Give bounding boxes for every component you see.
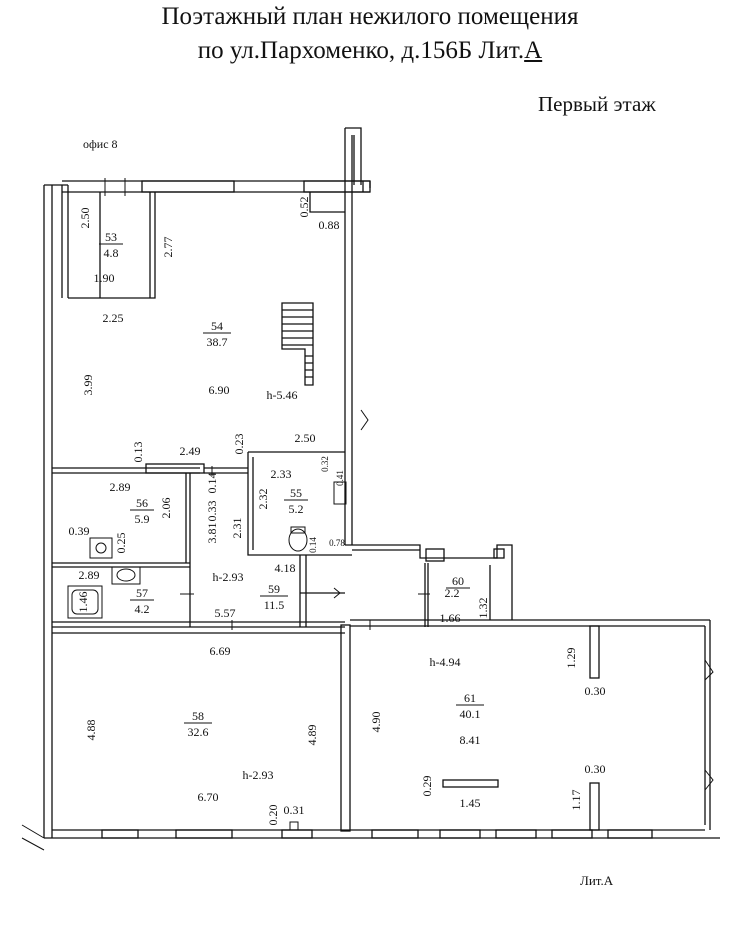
dim-label: 0.29 (420, 776, 434, 797)
room-60-number: 60 (452, 574, 464, 588)
dim-label: 0.30 (585, 684, 606, 698)
floor-label: Первый этаж (538, 92, 656, 116)
dim-label: h-5.46 (267, 388, 298, 402)
room-53: 534.8 (99, 230, 123, 260)
dim-label: 0.52 (297, 197, 311, 218)
dim-label: 0.14 (308, 537, 318, 553)
dimension-labels: 2.50 2.77 1.90 2.25 0.52 0.88 3.99 6.90 … (69, 197, 606, 826)
room-61-area: 40.1 (460, 707, 481, 721)
office-label: офис 8 (83, 137, 118, 151)
dim-label: 0.13 (131, 442, 145, 463)
room-58: 58 32.6 (184, 709, 212, 739)
dim-label: 4.18 (275, 561, 296, 575)
dim-label: 2.77 (161, 237, 175, 258)
dim-label: 2.89 (79, 568, 100, 582)
room-54-area: 38.7 (207, 335, 228, 349)
plan-title-address: по ул.Пархоменко, д.156Б Лит. (197, 37, 525, 64)
room-57-number: 57 (136, 586, 148, 600)
dim-label: 2.25 (103, 311, 124, 325)
dim-label: h-4.94 (430, 655, 461, 669)
dim-label: 1.29 (564, 648, 578, 669)
room-55: 555.2 (284, 486, 308, 516)
dim-label: 4.90 (369, 712, 383, 733)
dim-label: 0.39 (69, 524, 90, 538)
plan-title-line-2: по ул.Пархоменко, д.156Б Лит.А (0, 36, 740, 66)
room-53-area: 4.8 (104, 246, 119, 260)
footer-lit-label: Лит.А (580, 873, 614, 888)
plan-title-line-1: Поэтажный план нежилого помещения (161, 3, 579, 30)
door-marks (104, 178, 430, 630)
dim-label: 5.57 (215, 606, 236, 620)
room-61-number: 61 (464, 691, 476, 705)
room-57-area: 4.2 (135, 602, 150, 616)
dim-label: h-2.93 (213, 570, 244, 584)
dim-label: 2.50 (78, 208, 92, 229)
dim-label: 0.14 (205, 473, 219, 494)
dim-label: 1.90 (94, 271, 115, 285)
room-59: 59 11.5 (260, 582, 288, 612)
room-56-area: 5.9 (135, 512, 150, 526)
room-56: 565.9 (130, 496, 154, 526)
dim-label: 3.81 (205, 523, 219, 544)
room-59-area: 11.5 (264, 598, 285, 612)
dim-label: 2.32 (256, 489, 270, 510)
room-61: 61 40.1 (456, 691, 484, 721)
dim-label: 2.31 (230, 518, 244, 539)
dim-label: 0.41 (335, 470, 345, 486)
dim-label: 0.32 (320, 456, 330, 472)
room-58-number: 58 (192, 709, 204, 723)
room-57: 574.2 (130, 586, 154, 616)
dim-label: 2.33 (271, 467, 292, 481)
room-53-number: 53 (105, 230, 117, 244)
dim-label: 0.88 (319, 218, 340, 232)
dim-label: 2.89 (110, 480, 131, 494)
dim-label: 1.32 (476, 598, 490, 619)
room-54: 54 38.7 (203, 319, 231, 349)
dim-label: 0.23 (232, 434, 246, 455)
sanitary-fixtures (67, 481, 347, 831)
dim-label: 0.33 (205, 501, 219, 522)
room-59-number: 59 (268, 582, 280, 596)
dim-label: 0.78 (329, 538, 345, 548)
dim-label: 1.45 (460, 796, 481, 810)
dim-label: 2.06 (159, 498, 173, 519)
room-56-number: 56 (136, 496, 148, 510)
dim-label: 1.66 (440, 611, 461, 625)
dim-label: 4.88 (84, 720, 98, 741)
room-55-number: 55 (290, 486, 302, 500)
dim-label: 6.90 (209, 383, 230, 397)
dim-label: 2.50 (295, 431, 316, 445)
room-55-area: 5.2 (289, 502, 304, 516)
dim-label: h-2.93 (243, 768, 274, 782)
dim-label: 3.99 (81, 375, 95, 396)
dim-label: 0.25 (114, 533, 128, 554)
dim-label: 0.31 (284, 803, 305, 817)
plan-title-letter: А (524, 37, 543, 64)
room-60-area: 2.2 (445, 586, 460, 600)
dim-label: 0.30 (585, 762, 606, 776)
dim-label: 8.41 (460, 733, 481, 747)
dim-label: 6.69 (210, 644, 231, 658)
room-58-area: 32.6 (188, 725, 209, 739)
dim-label: 1.17 (569, 790, 583, 811)
dim-label: 0.20 (266, 805, 280, 826)
dim-label: 6.70 (198, 790, 219, 804)
dim-label: 4.89 (305, 725, 319, 746)
dim-label: 2.49 (180, 444, 201, 458)
room-54-number: 54 (211, 319, 223, 333)
dim-label: 1.46 (76, 592, 90, 613)
room-60: 602.2 (445, 574, 470, 600)
